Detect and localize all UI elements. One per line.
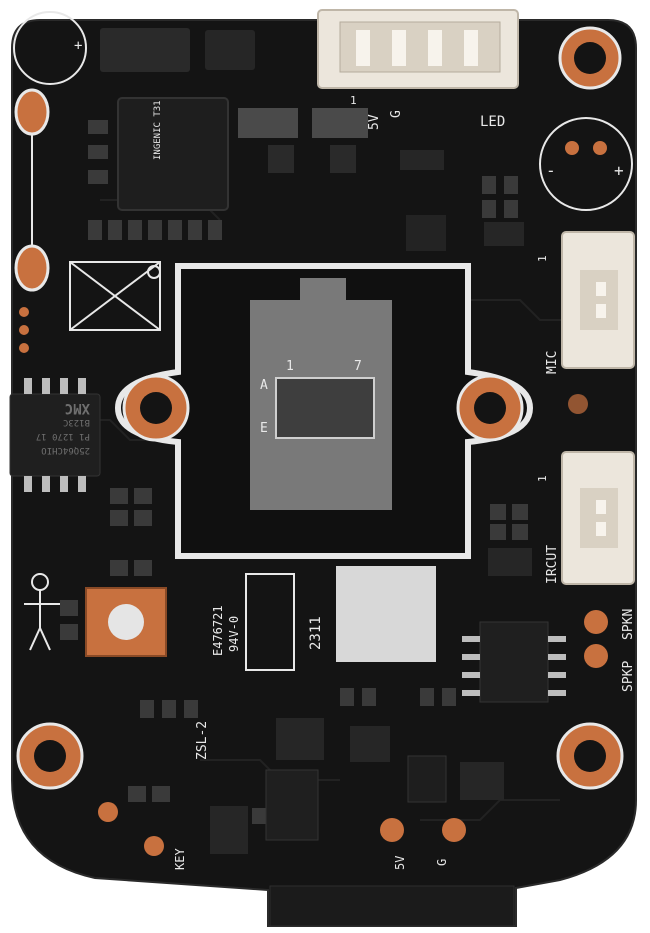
flash-chip-line1: 25Q64CHIO bbox=[41, 445, 90, 455]
date-code-label: 2311 bbox=[308, 616, 324, 650]
sensor-pin1-label: 1 bbox=[286, 359, 294, 374]
mic-pin1-label: 1 bbox=[536, 255, 549, 262]
key-label: KEY bbox=[173, 848, 187, 870]
speaker-pad-p bbox=[584, 644, 608, 668]
led-5v-label: 5V bbox=[367, 114, 382, 130]
flash-chip-logo: XMC bbox=[65, 400, 90, 416]
flash-chip-pins bbox=[24, 378, 86, 492]
led-label: LED bbox=[480, 114, 505, 130]
capacitor-outline-right bbox=[539, 117, 633, 211]
g-label: G bbox=[435, 859, 449, 866]
sensor-pin7-label: 7 bbox=[354, 359, 362, 374]
passives-right-top bbox=[482, 176, 524, 246]
sensor-row-e-label: E bbox=[260, 421, 268, 436]
small-copper-pads-left bbox=[19, 307, 29, 353]
soc-chip bbox=[117, 97, 229, 211]
power-pad-5v bbox=[380, 818, 404, 842]
smd-block-top-2 bbox=[205, 30, 255, 70]
cap-plus-label: + bbox=[74, 38, 82, 54]
spkp-label: SPKP bbox=[621, 661, 636, 692]
audio-amp-chip bbox=[479, 621, 549, 703]
passives-left-mid bbox=[60, 488, 152, 640]
chip-bottom-center bbox=[276, 718, 324, 760]
soc-marking: INGENIC T31 bbox=[153, 100, 163, 160]
ul-code-label: E476721 bbox=[211, 605, 225, 656]
ul-rating-label: 94V-0 bbox=[227, 616, 241, 652]
smd-block-top bbox=[100, 28, 190, 72]
key-pad-1 bbox=[98, 802, 118, 822]
mic-label: MIC bbox=[545, 351, 560, 374]
cap2-plus-label: + bbox=[614, 161, 624, 180]
cap-minus-label: - bbox=[546, 161, 556, 180]
led-connector-pins bbox=[356, 30, 478, 66]
chip-bottom-left bbox=[210, 806, 248, 854]
capacitor-outline-top-left bbox=[13, 11, 87, 85]
audio-amp-pins bbox=[462, 636, 566, 696]
flash-chip-line2: P1 1270 17 bbox=[36, 431, 90, 441]
copper-pad-left-2 bbox=[14, 244, 50, 292]
five-v-label: 5V bbox=[393, 856, 407, 870]
silkscreen-blank-label bbox=[336, 566, 436, 662]
sensor-row-a-label: A bbox=[260, 378, 268, 393]
ircut-pin1-label: 1 bbox=[536, 475, 549, 482]
zsl-label: ZSL-2 bbox=[195, 721, 210, 760]
led-pin1-label: 1 bbox=[350, 94, 357, 107]
silkscreen-x-symbol bbox=[69, 261, 161, 331]
copper-pad-left-1 bbox=[14, 88, 50, 136]
bottom-tab-connector bbox=[269, 885, 515, 927]
silkscreen-stick-figure bbox=[24, 573, 60, 651]
image-sensor-die bbox=[275, 377, 375, 439]
passives-row-top bbox=[88, 120, 222, 240]
led-g-label: G bbox=[389, 110, 404, 118]
flash-memory-chip bbox=[9, 393, 101, 477]
key-pad-2 bbox=[144, 836, 164, 856]
power-pad-g bbox=[442, 818, 466, 842]
speaker-pad-n bbox=[584, 610, 608, 634]
flash-chip-line3: B123C bbox=[63, 417, 90, 427]
spkn-label: SPKN bbox=[621, 609, 636, 640]
regulator-2 bbox=[312, 108, 368, 138]
regulator-1 bbox=[238, 108, 298, 138]
chip-bottom-2 bbox=[265, 769, 319, 841]
chip-bottom-mid bbox=[350, 726, 390, 762]
silkscreen-box bbox=[245, 573, 295, 671]
passives-ircut-side bbox=[488, 504, 532, 576]
ircut-label: IRCUT bbox=[545, 545, 560, 584]
transistor-top bbox=[400, 150, 444, 170]
chip-bottom-right bbox=[460, 762, 504, 800]
